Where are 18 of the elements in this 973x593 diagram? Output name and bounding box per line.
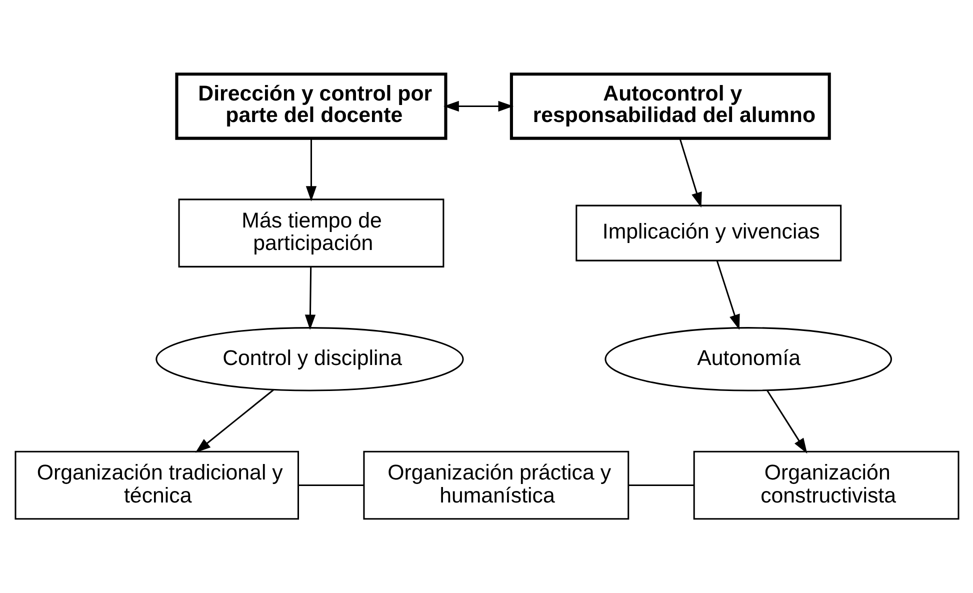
node-box: Más tiempo de participación [178, 198, 444, 268]
node-box: Organización práctica y humanística [362, 450, 629, 520]
node-ellipse: Autonomía [604, 327, 892, 392]
node-box: Organización tradicional y técnica [14, 450, 298, 520]
arrow [766, 390, 807, 454]
node-box: Implicación y vivencias [575, 204, 842, 262]
node-ellipse: Control y disciplina [155, 327, 464, 392]
arrow [305, 138, 316, 202]
arrow [678, 138, 702, 208]
node-box: Organización constructivista [692, 450, 959, 520]
node-box: Autocontrol y responsabilidad del alumno [509, 72, 830, 140]
connector [298, 484, 364, 486]
arrow [443, 100, 514, 112]
arrow [194, 389, 274, 453]
arrow [304, 266, 316, 330]
connector [628, 484, 694, 486]
arrow [716, 260, 740, 330]
node-box: Dirección y control por parte del docente [174, 72, 447, 140]
